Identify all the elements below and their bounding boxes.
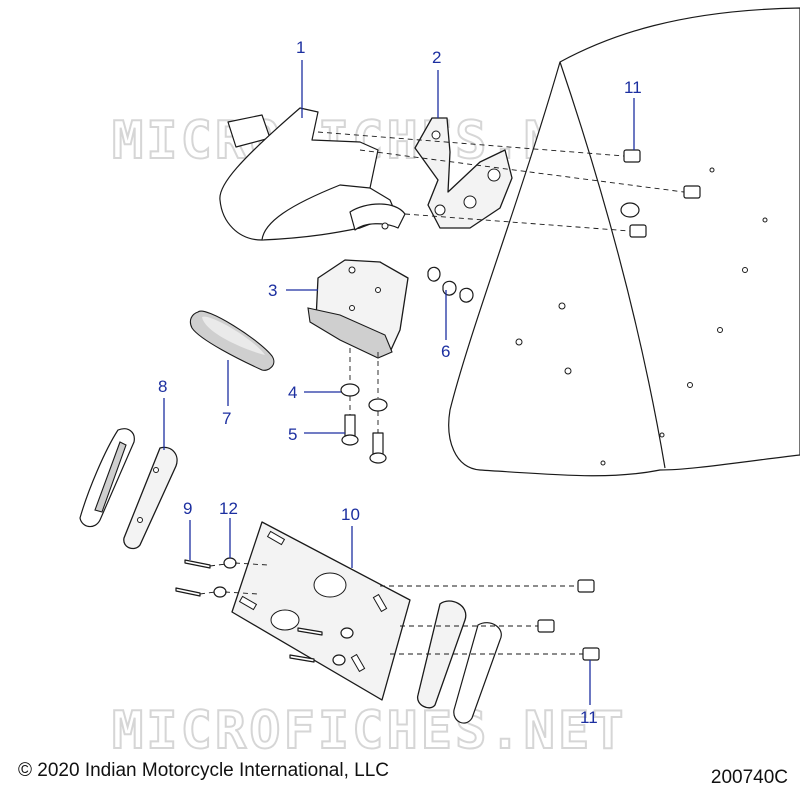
part-8-reflector bbox=[79, 428, 178, 550]
part-4-washers bbox=[340, 383, 388, 412]
copyright-notice: © 2020 Indian Motorcycle International, … bbox=[18, 760, 389, 781]
rear-fender bbox=[448, 7, 800, 477]
callout-10: 10 bbox=[341, 505, 360, 524]
callout-5: 5 bbox=[288, 425, 297, 444]
callout-2: 2 bbox=[432, 48, 441, 67]
plate-side-reflector bbox=[417, 600, 502, 724]
part-10-plate-bracket bbox=[231, 521, 411, 701]
callout-11-bottom: 11 bbox=[580, 708, 598, 727]
callout-1: 1 bbox=[296, 38, 305, 57]
callout-3: 3 bbox=[268, 281, 277, 300]
part-11-nuts bbox=[537, 149, 701, 661]
part-1-housing bbox=[219, 107, 406, 241]
part-3-mount bbox=[307, 259, 409, 359]
part-2-bracket bbox=[414, 117, 513, 229]
callout-6: 6 bbox=[441, 342, 450, 361]
part-5-bolts bbox=[341, 414, 387, 464]
callout-11-top: 11 bbox=[624, 78, 642, 97]
callout-4: 4 bbox=[288, 383, 297, 402]
callout-8: 8 bbox=[158, 377, 167, 396]
fender-holes bbox=[515, 167, 768, 466]
part-7-lens bbox=[189, 310, 275, 371]
alignment-lines bbox=[199, 131, 685, 655]
callout-labels: 1 2 3 4 5 6 7 8 9 10 11 11 12 bbox=[158, 38, 642, 727]
callout-7: 7 bbox=[222, 409, 231, 428]
watermark-bottom: MICROFICHES.NET bbox=[112, 701, 627, 761]
callout-12: 12 bbox=[219, 499, 238, 518]
part-6-clips bbox=[427, 266, 474, 303]
document-number: 200740C bbox=[710, 767, 788, 788]
part-9-screws bbox=[175, 559, 323, 663]
callout-leaders bbox=[163, 60, 635, 705]
callout-9: 9 bbox=[183, 499, 192, 518]
